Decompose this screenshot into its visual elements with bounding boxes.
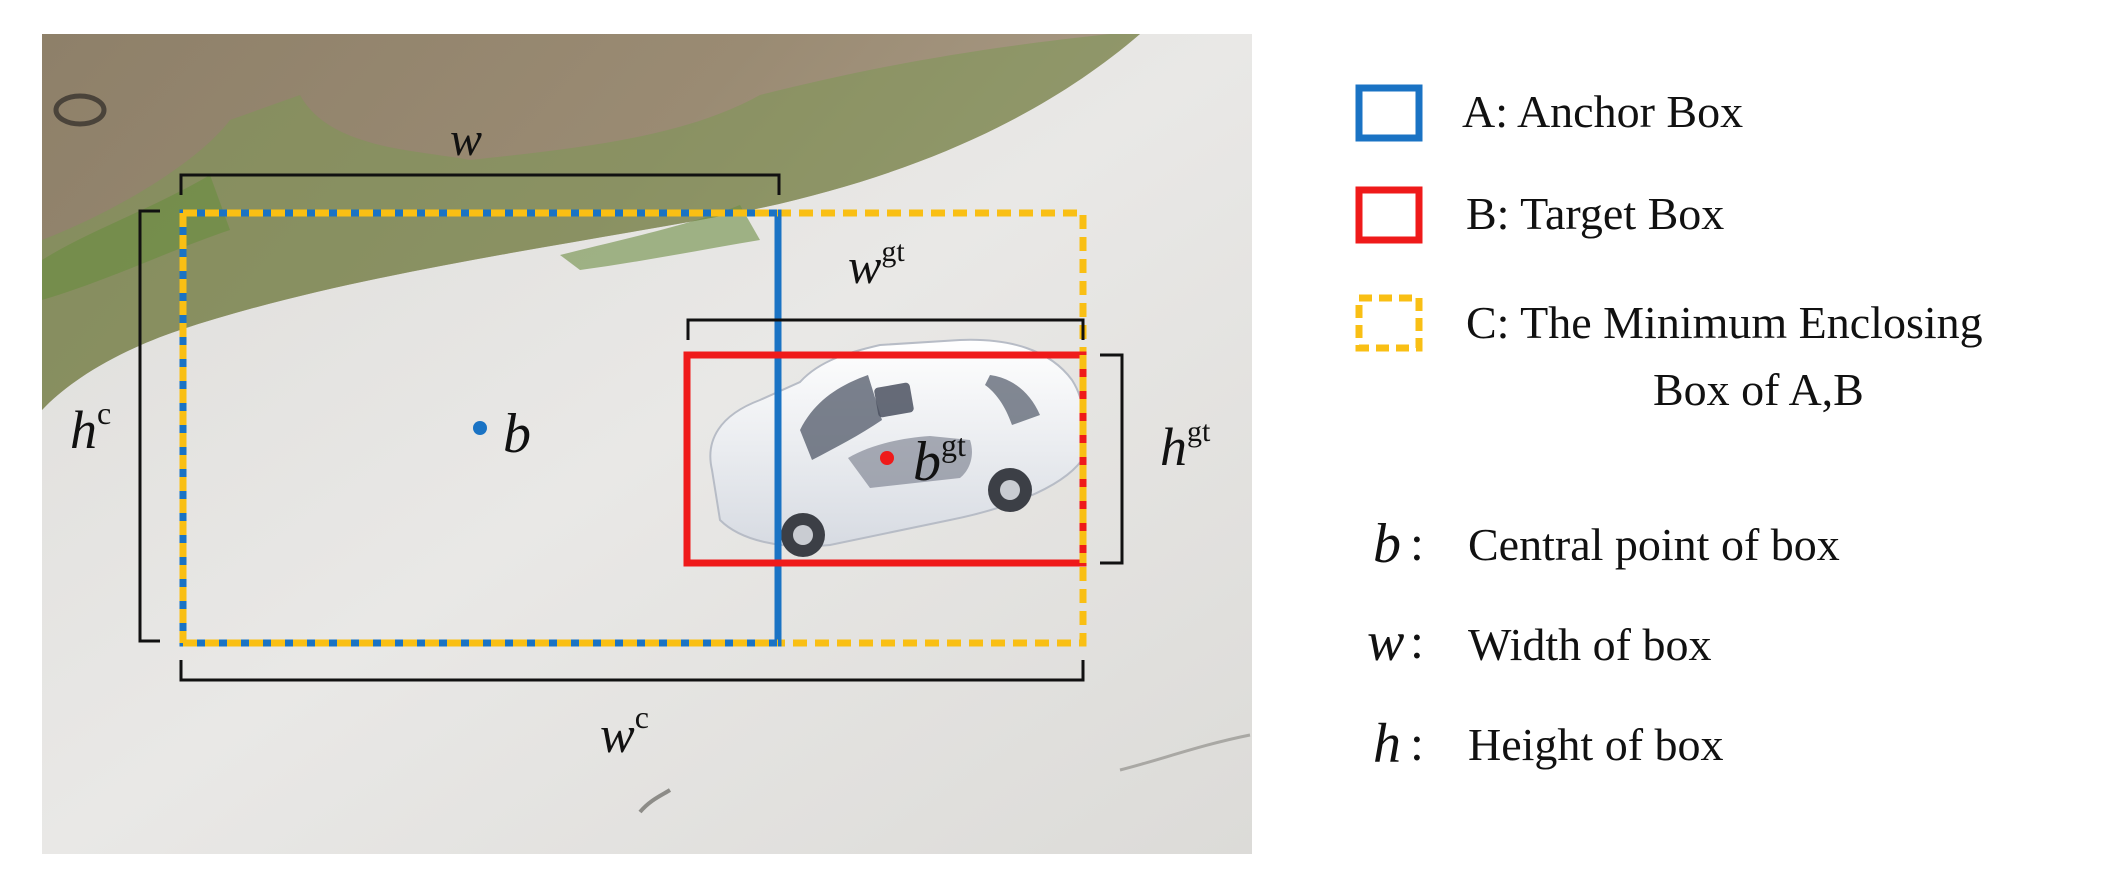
legend-symbol-b: b : Central point of box xyxy=(1373,513,1840,575)
label-h-c: hc xyxy=(70,395,111,460)
white-car xyxy=(709,338,1086,557)
label-b-gt: bgt xyxy=(913,427,966,493)
bracket-w-c xyxy=(179,660,1085,682)
label-w-c: wc xyxy=(600,699,649,764)
target-center-point xyxy=(880,451,894,465)
dimension-brackets xyxy=(138,173,1124,682)
legend-item-enclosing-line2: Box of A,B xyxy=(1653,364,1864,415)
legend-item-enclosing-line1: C: The Minimum Enclosing xyxy=(1466,297,1983,348)
anchor-center-point xyxy=(473,421,487,435)
legend-item-anchor: A: Anchor Box xyxy=(1462,86,1743,137)
svg-text::: : xyxy=(1410,515,1424,571)
grass-tuft xyxy=(42,175,230,300)
car-rear-window xyxy=(985,375,1040,425)
bracket-h-gt xyxy=(1100,353,1124,565)
bracket-w-gt xyxy=(686,318,1085,340)
car-sunroof xyxy=(874,382,914,418)
legend-symbol-w-desc: Width of box xyxy=(1468,619,1711,670)
legend-symbol-w: w : Width of box xyxy=(1367,611,1711,673)
legend-swatch-target xyxy=(1355,186,1423,244)
target-box-b xyxy=(683,351,1087,567)
car-side-window xyxy=(848,436,972,488)
road-crack xyxy=(1119,733,1251,772)
legend-swatch-enclosing xyxy=(1355,294,1423,352)
svg-text:b: b xyxy=(1373,513,1401,575)
label-w: w xyxy=(450,113,482,166)
svg-text::: : xyxy=(1410,613,1424,669)
grass-tuft xyxy=(560,205,760,270)
car-wheel xyxy=(1000,480,1020,500)
label-w-gt: wgt xyxy=(848,235,905,294)
bracket-w xyxy=(179,173,781,195)
svg-text:h: h xyxy=(1373,713,1401,775)
label-b: b xyxy=(503,403,531,465)
car-windshield xyxy=(800,375,882,460)
legend-symbol-h-desc: Height of box xyxy=(1468,719,1724,770)
car-wheel xyxy=(793,525,813,545)
svg-text::: : xyxy=(1410,715,1424,771)
legend-swatch-anchor xyxy=(1355,84,1423,142)
legend-symbol-h: h : Height of box xyxy=(1373,713,1724,775)
tire-object xyxy=(53,93,107,127)
legend-item-target: B: Target Box xyxy=(1466,188,1724,239)
svg-text:w: w xyxy=(1367,611,1404,673)
legend-symbol-b-desc: Central point of box xyxy=(1468,519,1840,570)
bracket-h-c xyxy=(138,209,160,643)
road-crack xyxy=(638,788,672,814)
legend: A: Anchor Box B: Target Box C: The Minim… xyxy=(1355,84,1983,775)
label-h-gt: hgt xyxy=(1160,415,1211,477)
anchor-box-a xyxy=(179,209,782,647)
grass-strip xyxy=(42,34,1140,410)
